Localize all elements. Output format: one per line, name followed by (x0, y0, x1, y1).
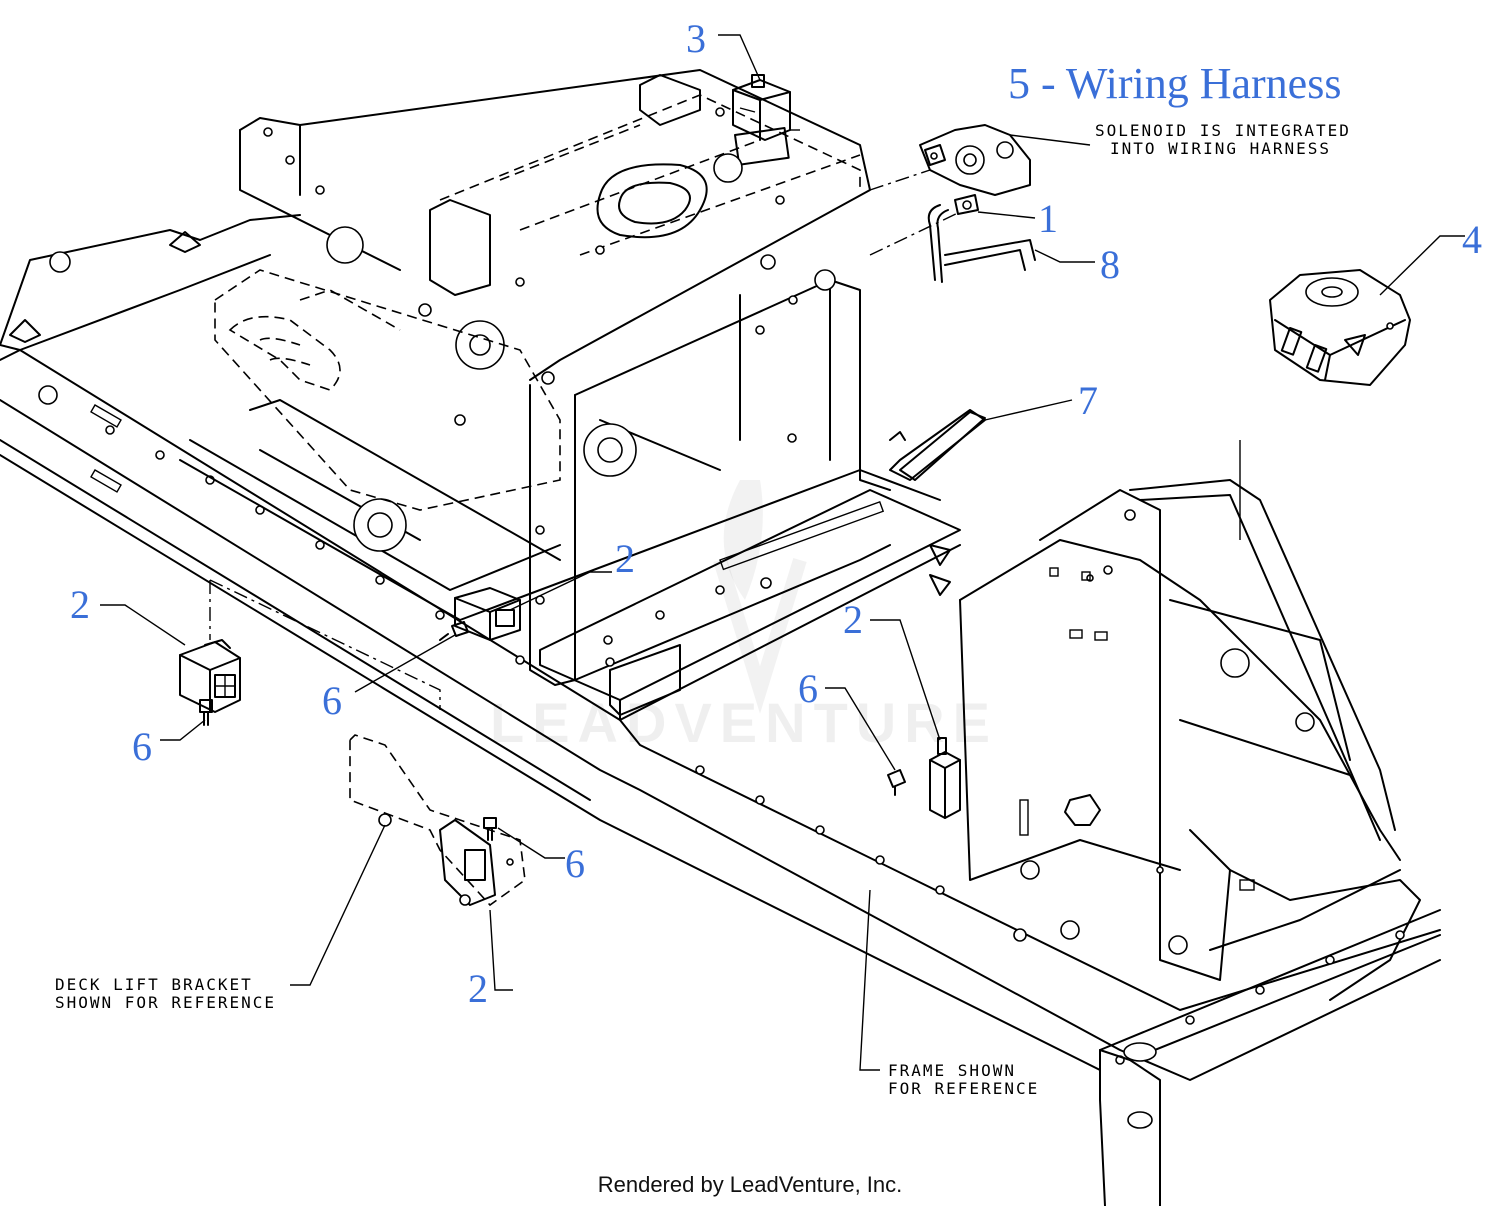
center-tower (529, 254, 891, 686)
part-7-wire-tie (899, 411, 986, 481)
svg-text:INTO WIRING HARNESS: INTO WIRING HARNESS (1110, 139, 1331, 158)
part-1-bolt (954, 194, 979, 215)
callouts: 3 1 8 4 7 2 2 2 2 6 6 6 6 (70, 16, 1482, 1011)
part-4-ignition-switch (1269, 269, 1411, 386)
rear-hitch (959, 440, 1421, 1001)
credit-footer: Rendered by LeadVenture, Inc. (597, 1172, 903, 1197)
callout-8: 8 (1100, 242, 1120, 287)
explode-lines (209, 129, 961, 710)
callout-2-left: 2 (70, 582, 90, 627)
right-mount-plates (539, 409, 986, 721)
callout-2-center: 2 (615, 536, 635, 581)
callout-4: 4 (1462, 217, 1482, 262)
svg-text:DECK LIFT BRACKET: DECK LIFT BRACKET (55, 975, 253, 994)
watermark-text: LEADVENTURE (490, 691, 998, 754)
callout-6-left: 6 (132, 724, 152, 769)
callout-2-right: 2 (843, 597, 863, 642)
seat-plate (239, 69, 871, 381)
diagram-title: 5 - Wiring Harness (1008, 59, 1341, 108)
floor-pan (179, 320, 941, 621)
part-2-switch-right (929, 737, 961, 819)
part-5-solenoid (919, 124, 1031, 196)
svg-text:FOR REFERENCE: FOR REFERENCE (888, 1079, 1039, 1098)
part-6-screws (199, 621, 906, 841)
frame-left-rail (0, 349, 1441, 1081)
callout-1: 1 (1038, 196, 1058, 241)
watermark: LEADVENTURE (490, 480, 998, 754)
leader-lines (100, 34, 1465, 1071)
part-2-switch-left (179, 639, 241, 713)
part-8-clip (927, 204, 1036, 283)
svg-text:SHOWN FOR REFERENCE: SHOWN FOR REFERENCE (55, 993, 276, 1012)
callout-3: 3 (686, 16, 706, 61)
frame-left-plate (0, 214, 301, 351)
deck-lift-bracket (349, 734, 526, 907)
note-frame: FRAME SHOWN FOR REFERENCE (888, 1061, 1039, 1098)
callout-2-bracket: 2 (468, 966, 488, 1011)
note-deck-bracket: DECK LIFT BRACKET SHOWN FOR REFERENCE (55, 975, 276, 1012)
callout-6-bracket: 6 (565, 841, 585, 886)
callout-6-right: 6 (798, 666, 818, 711)
rear-cross-member (1099, 909, 1441, 1206)
seat-adjust-plate (214, 269, 561, 511)
svg-text:SOLENOID IS INTEGRATED: SOLENOID IS INTEGRATED (1095, 121, 1351, 140)
callout-6-center: 6 (322, 678, 342, 723)
note-solenoid: SOLENOID IS INTEGRATED INTO WIRING HARNE… (1095, 121, 1351, 158)
svg-text:FRAME SHOWN: FRAME SHOWN (888, 1061, 1016, 1080)
callout-7: 7 (1078, 378, 1098, 423)
